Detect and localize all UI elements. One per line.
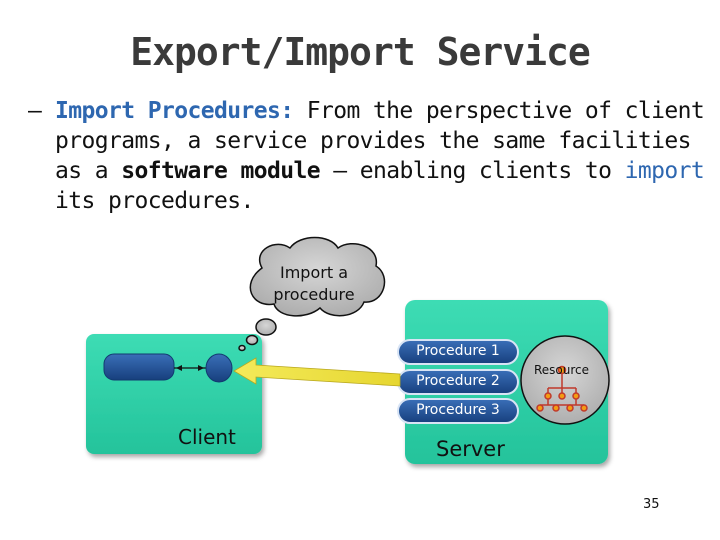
slide-title: Export/Import Service [130,30,590,74]
thought-cloud-line-2: procedure [273,285,355,304]
resource-circle [520,335,610,425]
procedure-3-label: Procedure 3 [416,402,500,418]
procedure-2-label: Procedure 2 [416,373,500,389]
bullet-dash: – [28,98,42,124]
bullet-text-part3: its procedures. [55,188,254,214]
bullet-text-part1: From the perspective of client programs,… [55,98,705,184]
procedure-1-label: Procedure 1 [416,343,500,359]
server-label: Server [436,437,505,461]
resource-tree-icon [536,365,588,412]
procedure-3-pill [397,398,519,424]
bullet-text-part2: – enabling clients to [319,158,625,184]
bullet-import-word: import [624,158,705,184]
thought-cloud-text: Import a procedure [255,262,373,306]
import-arrow-shape [233,357,401,387]
page-number: 35 [643,497,660,512]
bullet-point: – Import Procedures: From the perspectiv… [28,96,708,216]
bullet-text: Import Procedures: From the perspective … [28,96,708,216]
procedure-1-pill [397,339,519,365]
client-label: Client [178,425,236,449]
bullet-heading: Import Procedures: [55,98,294,124]
client-import-port [205,353,233,383]
thought-cloud-line-1: Import a [280,263,348,282]
client-module [103,353,175,381]
resource-label: Resource [534,363,590,377]
bullet-emphasis: software module [121,158,320,184]
thought-cloud [238,236,386,352]
